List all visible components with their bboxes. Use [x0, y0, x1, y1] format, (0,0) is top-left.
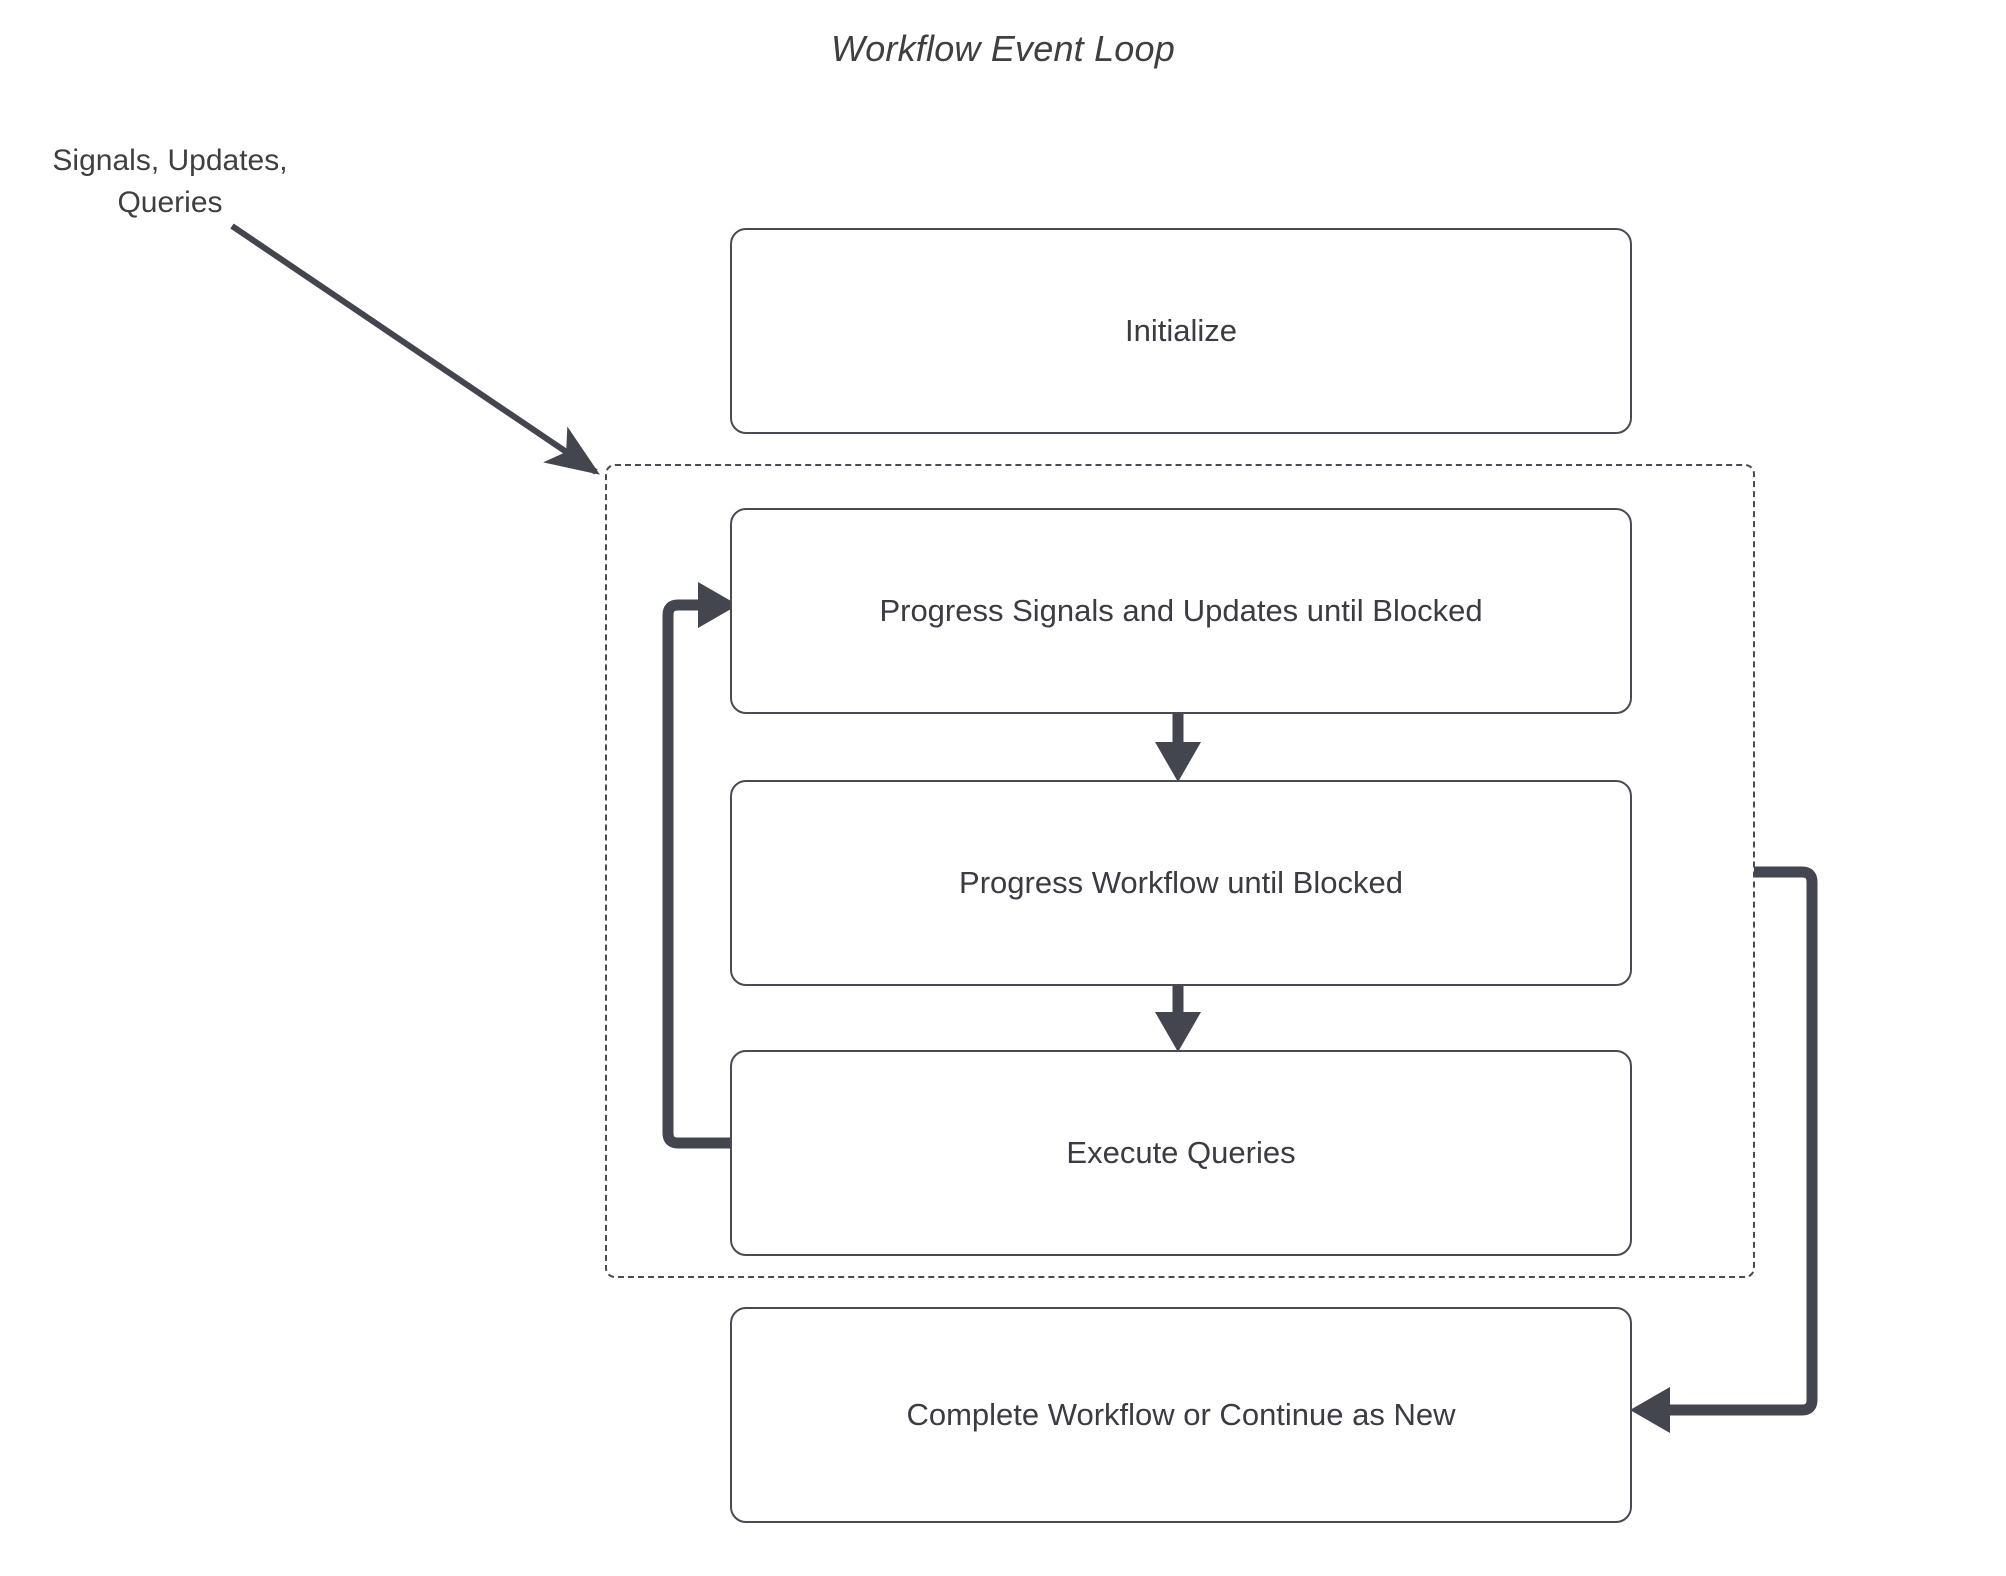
node-progress-workflow-label: Progress Workflow until Blocked [959, 865, 1403, 900]
external-input-label: Signals, Updates, Queries [52, 144, 288, 219]
node-progress-signals-and-updates[interactable]: Progress Signals and Updates until Block… [730, 508, 1632, 714]
event-loop-container [605, 464, 1755, 1278]
node-progress-workflow[interactable]: Progress Workflow until Blocked [730, 780, 1632, 986]
node-progress-signals-and-updates-label: Progress Signals and Updates until Block… [879, 593, 1483, 628]
node-execute-queries-label: Execute Queries [1066, 1135, 1296, 1170]
node-initialize[interactable]: Initialize [730, 228, 1632, 434]
node-complete-workflow-label: Complete Workflow or Continue as New [906, 1397, 1456, 1432]
edge-signals-to-loop [230, 223, 600, 475]
node-initialize-label: Initialize [1125, 313, 1237, 348]
node-execute-queries[interactable]: Execute Queries [730, 1050, 1632, 1256]
page-title: Workflow Event Loop [831, 28, 1175, 69]
node-complete-workflow[interactable]: Complete Workflow or Continue as New [730, 1307, 1632, 1523]
